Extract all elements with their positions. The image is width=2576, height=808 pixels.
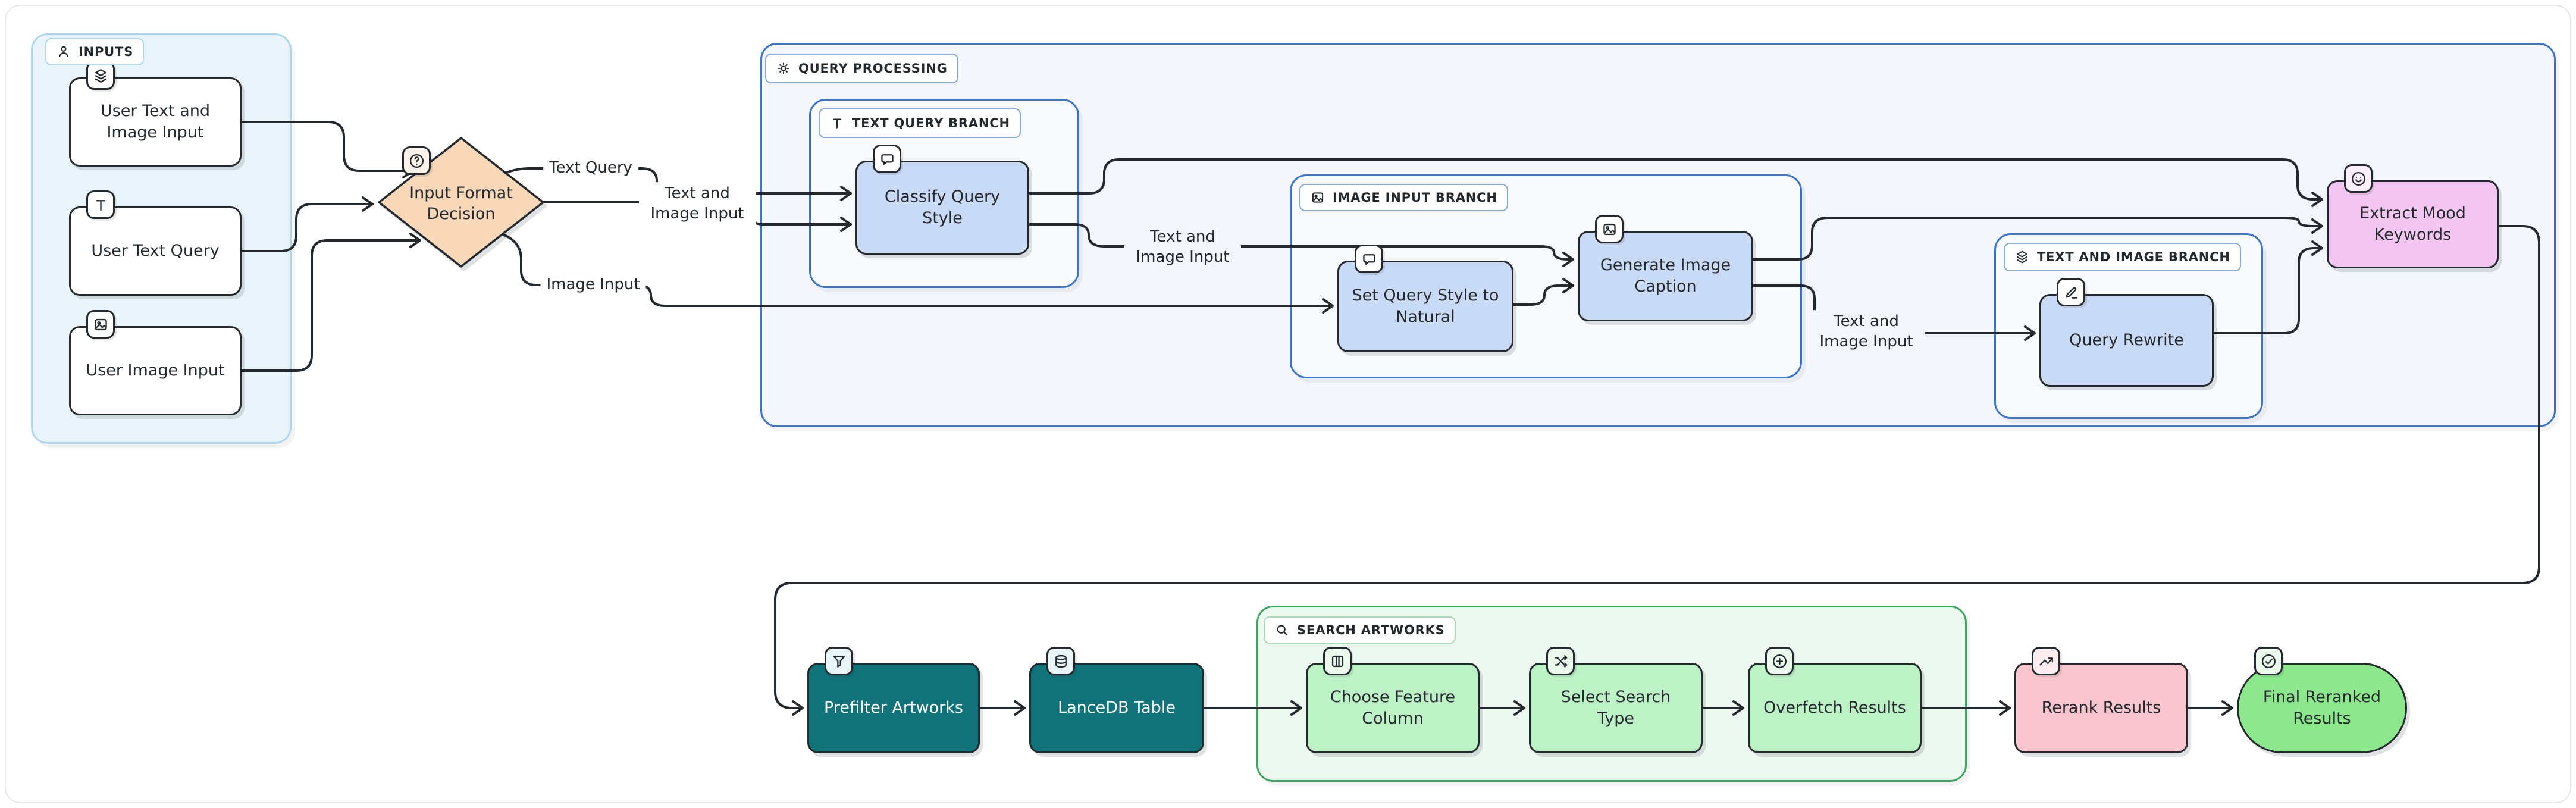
group-label-text: INPUTS: [79, 45, 134, 59]
node-set-query-style-to-natural: Set Query Style to Natural: [1337, 245, 1513, 352]
funnel-icon: [825, 647, 853, 675]
node-user-text-and-image-input: User Text and Image Input: [69, 61, 242, 167]
image-icon: [1595, 215, 1624, 243]
group-label-text-and-image-branch: TEXT AND IMAGE BRANCH: [2004, 243, 2241, 271]
group-label-text-query-branch: TEXT QUERY BRANCH: [819, 108, 1021, 138]
trending-up-icon: [2032, 647, 2060, 675]
edge-label-text-and-image-input: Text and Image Input: [639, 182, 756, 226]
node-user-text-query: User Text Query: [69, 190, 242, 296]
node-generate-image-caption: Generate Image Caption: [1578, 215, 1753, 321]
node-extract-mood-keywords: Extract Mood Keywords: [2327, 164, 2499, 268]
columns-icon: [1323, 647, 1352, 675]
gear-icon: [778, 62, 789, 74]
group-label-text: TEXT QUERY BRANCH: [852, 116, 1010, 130]
node-lancedb-table: LanceDB Table: [1029, 647, 1204, 753]
chat-icon: [1355, 245, 1383, 273]
image-icon: [1312, 192, 1324, 203]
node-choose-feature-column: Choose Feature Column: [1306, 647, 1480, 753]
node-final-reranked-results: Final Reranked Results: [2237, 647, 2407, 753]
node-select-search-type: Select Search Type: [1529, 647, 1703, 753]
node-user-image-input: User Image Input: [69, 310, 242, 415]
group-label-text: TEXT AND IMAGE BRANCH: [2037, 250, 2230, 264]
shuffle-icon: [1546, 647, 1575, 675]
pencil-icon: [2057, 278, 2085, 306]
node-prefilter-artworks: Prefilter Artworks: [807, 647, 980, 753]
check-circle-icon: [2254, 647, 2283, 675]
edge-label-text-query: Text Query: [543, 156, 638, 180]
plus-circle-icon: [1765, 647, 1794, 675]
group-label-inputs: INPUTS: [45, 38, 145, 65]
search-icon: [1277, 625, 1287, 635]
node-overfetch-results: Overfetch Results: [1748, 647, 1922, 753]
node-classify-query-style: Classify Query Style: [855, 145, 1029, 255]
node-input-format-decision: Input Format Decision: [409, 183, 513, 223]
image-icon: [86, 310, 115, 339]
canvas-card-border: [5, 5, 2571, 803]
edge-label-image-input: Image Input: [540, 273, 646, 297]
edge-label-text-and-image-input: Text and Image Input: [1124, 226, 1241, 270]
smiley-icon: [2344, 164, 2373, 193]
person-icon: [58, 46, 69, 58]
group-label-image-input-branch: IMAGE INPUT BRANCH: [1299, 184, 1508, 211]
group-label-text: SEARCH ARTWORKS: [1297, 623, 1445, 637]
layers-icon: [86, 61, 115, 90]
node-rerank-results: Rerank Results: [2014, 647, 2188, 753]
group-label-text: IMAGE INPUT BRANCH: [1333, 190, 1497, 205]
layers-icon: [2017, 250, 2027, 264]
node-query-rewrite: Query Rewrite: [2039, 278, 2214, 387]
database-icon: [1046, 647, 1075, 675]
chat-icon: [873, 145, 901, 173]
group-label-search-artworks: SEARCH ARTWORKS: [1264, 616, 1456, 644]
group-label-text: QUERY PROCESSING: [798, 61, 948, 76]
edge-label-text-and-image-input: Text and Image Input: [1808, 310, 1925, 354]
text-icon: [86, 190, 115, 219]
text-icon: [833, 118, 841, 129]
group-label-query-processing: QUERY PROCESSING: [765, 54, 958, 83]
